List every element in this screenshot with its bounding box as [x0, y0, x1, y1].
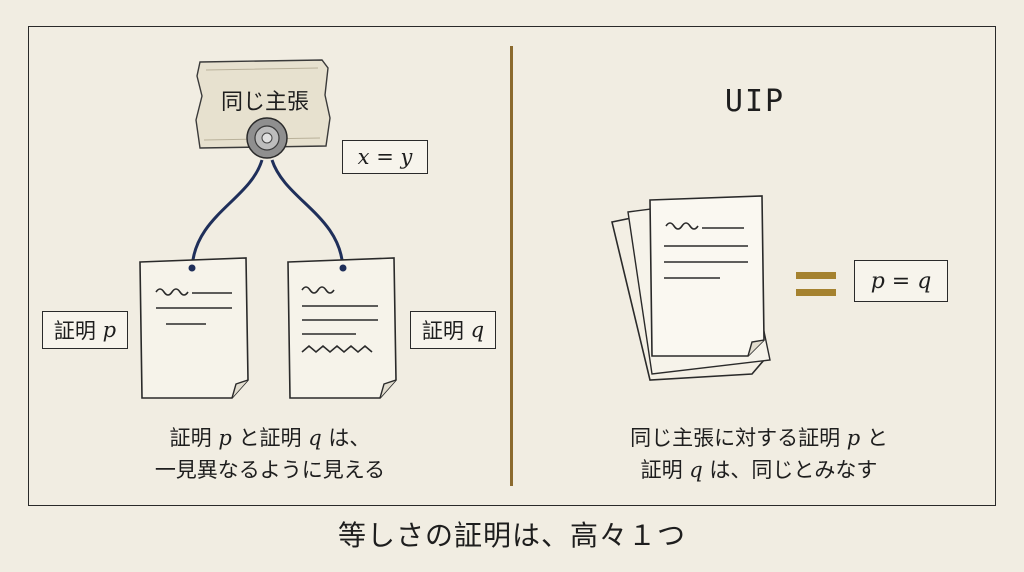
stacked-documents-icon: [611, 195, 771, 381]
footer-statement: 等しさの証明は、高々１つ: [337, 519, 686, 552]
right-caption-line2: 証明 q は、同じとみなす: [640, 458, 878, 482]
diagram-frame: [28, 26, 996, 506]
right-caption: 同じ主張に対する証明 p と 証明 q は、同じとみなす: [574, 422, 944, 486]
right-caption-line1: 同じ主張に対する証明 p と: [630, 426, 888, 450]
proof-q-var: q: [470, 318, 485, 342]
left-caption-line2: 一見異なるように見える: [154, 458, 386, 482]
proof-p-var: p: [102, 318, 117, 342]
claim-title: 同じ主張: [220, 90, 309, 115]
equation-text: p = q: [870, 268, 932, 294]
document-proof-p: [139, 257, 249, 399]
equation-box: p = q: [854, 260, 948, 302]
proof-p-label-box: 証明 p: [42, 311, 128, 349]
claim-parchment: [195, 59, 331, 149]
claim-formula-box: x = y: [342, 140, 428, 174]
proof-q-label-box: 証明 q: [410, 311, 496, 349]
left-caption-line1: 証明 p と証明 q は、: [169, 426, 371, 450]
panel-divider: [510, 46, 513, 486]
proof-q-label-text: 証明: [421, 319, 464, 343]
wax-seal-icon: [246, 117, 288, 159]
string-to-proof-q: [270, 159, 345, 269]
left-caption: 証明 p と証明 q は、 一見異なるように見える: [120, 422, 420, 486]
equals-sign-icon: [796, 272, 836, 296]
document-proof-q: [287, 257, 397, 399]
proof-p-label-text: 証明: [53, 319, 96, 343]
uip-title: UIP: [724, 84, 786, 119]
claim-formula: x = y: [357, 145, 413, 169]
string-to-proof-p: [190, 159, 264, 269]
